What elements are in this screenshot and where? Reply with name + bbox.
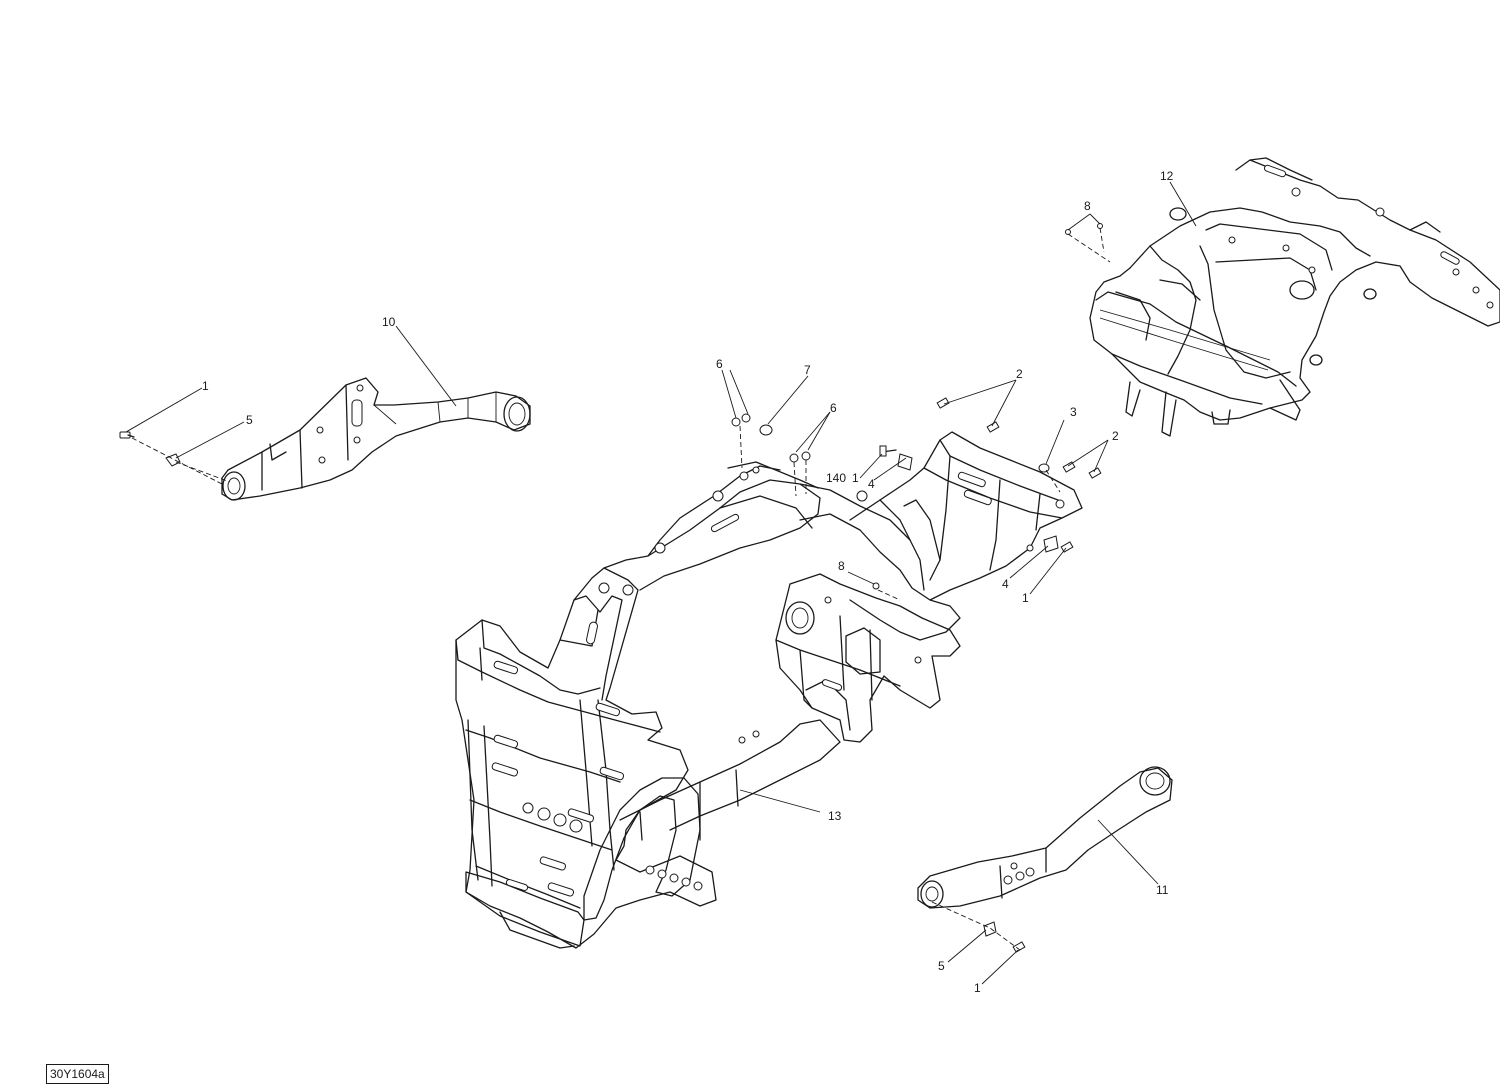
clip-5-left <box>165 453 181 467</box>
spacer-7 <box>759 424 773 436</box>
rivets-8-top <box>1065 223 1103 235</box>
callout-3: 3 <box>1070 405 1077 419</box>
washer-3 <box>1038 463 1050 473</box>
callout-2-a: 2 <box>1016 367 1023 381</box>
left-arm-part-10 <box>221 377 531 501</box>
callout-13: 13 <box>828 809 842 823</box>
leader-lines <box>125 181 1197 985</box>
callout-1-mid: 1 <box>852 471 859 485</box>
callout-7: 7 <box>804 363 811 377</box>
callout-11: 11 <box>1156 883 1169 897</box>
callout-6-a: 6 <box>716 357 723 371</box>
callout-12: 12 <box>1160 169 1174 183</box>
bracket-4-right <box>1043 535 1059 553</box>
callout-5-bottom: 5 <box>938 959 945 973</box>
main-frame-part-13 <box>455 431 1083 949</box>
callout-2-b: 2 <box>1112 429 1119 443</box>
callout-140: 140 <box>826 471 846 485</box>
bolt-1-left <box>119 431 135 439</box>
clip-5-bottom <box>983 921 997 937</box>
callout-6-b: 6 <box>830 401 837 415</box>
nut-140 <box>856 490 868 502</box>
callout-8-top: 8 <box>1084 199 1091 213</box>
bolt-1-bottom <box>1012 941 1026 953</box>
reference-code: 30Y1604a <box>46 1064 109 1084</box>
rivet-8-mid <box>872 582 880 590</box>
nut-6-pair-a <box>731 413 751 427</box>
bracket-4-mid <box>897 453 913 471</box>
callout-4-right: 4 <box>1002 577 1009 591</box>
nut-6-pair-b <box>789 451 811 463</box>
callout-labels: 1 5 10 6 7 6 1 140 4 8 2 3 2 4 1 8 12 13… <box>202 169 1174 995</box>
bolts-2-a <box>936 397 1000 433</box>
assembly-lines <box>131 227 1111 951</box>
callout-5-left: 5 <box>246 413 253 427</box>
bolt-1-right <box>1060 541 1074 553</box>
callout-10: 10 <box>382 315 396 329</box>
bolts-2-b <box>1062 461 1102 479</box>
right-arm-part-11 <box>917 766 1173 909</box>
callout-1-left: 1 <box>202 379 209 393</box>
callout-1-right: 1 <box>1022 591 1029 605</box>
rear-subframe-part-12 <box>1089 157 1500 437</box>
callout-8-mid: 8 <box>838 559 845 573</box>
callout-1-bottom: 1 <box>974 981 981 995</box>
bolt-1-mid <box>879 445 897 457</box>
callout-4-mid: 4 <box>868 477 875 491</box>
